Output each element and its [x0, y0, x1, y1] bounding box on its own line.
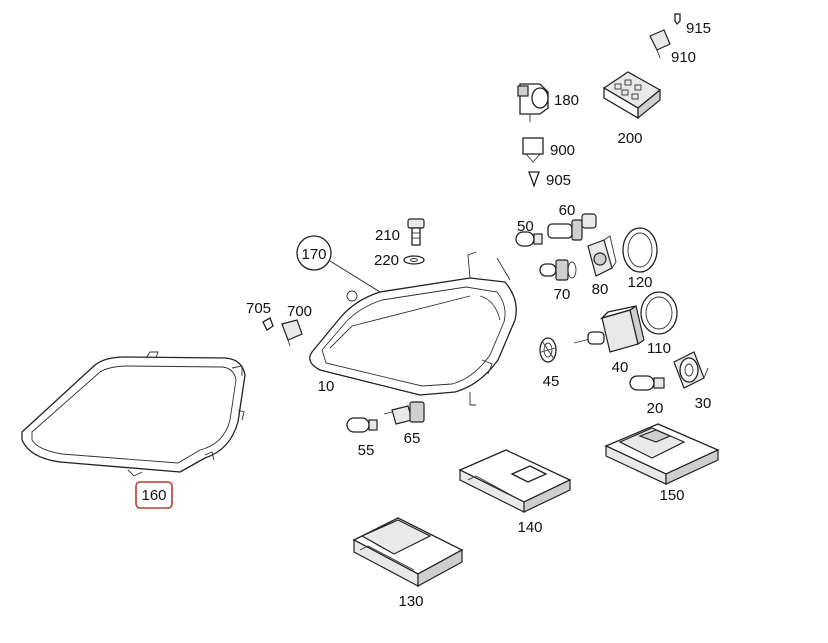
label-905: 905: [546, 172, 571, 189]
part-150-ballast[interactable]: [604, 423, 720, 485]
label-20: 20: [647, 400, 664, 417]
label-140: 140: [517, 519, 542, 536]
label-70: 70: [554, 286, 571, 303]
part-915-small-bulb[interactable]: [674, 13, 681, 26]
label-50: 50: [517, 218, 534, 235]
part-160-cover-glass[interactable]: [21, 351, 246, 477]
label-915: 915: [686, 20, 711, 37]
part-80-holder[interactable]: [587, 235, 617, 277]
label-900: 900: [550, 142, 575, 159]
label-160: 160: [141, 487, 166, 504]
part-905-bulb[interactable]: [528, 171, 540, 189]
label-170: 170: [301, 246, 326, 263]
label-220: 220: [374, 252, 399, 269]
part-30-socket[interactable]: [673, 351, 709, 389]
label-80: 80: [592, 281, 609, 298]
part-910-socket[interactable]: [649, 29, 671, 59]
part-20-bulb[interactable]: [629, 375, 665, 391]
label-700: 700: [287, 303, 312, 320]
label-910: 910: [671, 49, 696, 66]
part-55-bulb[interactable]: [346, 417, 378, 433]
part-900-cap[interactable]: [522, 137, 544, 163]
label-110: 110: [647, 340, 671, 357]
label-130: 130: [398, 593, 423, 610]
label-120: 120: [627, 274, 652, 291]
label-210: 210: [375, 227, 400, 244]
label-200: 200: [617, 130, 642, 147]
part-170-callout-circle: [296, 235, 332, 271]
label-180: 180: [554, 92, 579, 109]
part-70-bulb[interactable]: [539, 259, 577, 281]
label-45: 45: [543, 373, 560, 390]
part-220-washer[interactable]: [403, 255, 425, 265]
part-210-bolt[interactable]: [407, 218, 425, 246]
part-110-cover-cap[interactable]: [640, 291, 678, 335]
label-40: 40: [612, 359, 629, 376]
part-160-highlight-box: [135, 481, 173, 509]
part-60-bulb-socket[interactable]: [547, 213, 597, 241]
part-45-retainer[interactable]: [539, 337, 557, 363]
part-140-ballast[interactable]: [458, 449, 572, 513]
part-130-ballast[interactable]: [352, 517, 464, 588]
part-40-xenon-bulb[interactable]: [573, 305, 645, 353]
part-50-bulb[interactable]: [515, 231, 543, 247]
part-65-socket[interactable]: [383, 401, 425, 425]
label-60: 60: [559, 202, 576, 219]
part-180-connector[interactable]: [517, 83, 549, 122]
part-120-seal-ring[interactable]: [622, 227, 658, 273]
part-705-small-bulb[interactable]: [262, 317, 274, 331]
part-10-headlamp-housing[interactable]: [309, 251, 517, 406]
label-10: 10: [318, 378, 335, 395]
label-150: 150: [659, 487, 684, 504]
label-30: 30: [695, 395, 712, 412]
part-170-leader-line: [329, 260, 381, 293]
label-65: 65: [404, 430, 421, 447]
part-200-control-unit[interactable]: [602, 71, 662, 120]
part-700-socket[interactable]: [281, 319, 303, 347]
label-705: 705: [246, 300, 271, 317]
label-55: 55: [358, 442, 375, 459]
